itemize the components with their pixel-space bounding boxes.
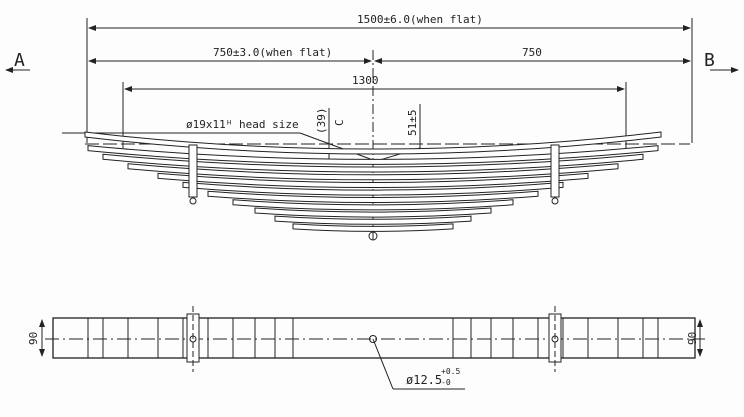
clamp-span-label: 1300 — [352, 74, 379, 87]
spring-leaf — [274, 215, 472, 225]
center-bolt-label: ø12.5 — [406, 373, 442, 387]
center-bolt-hole — [369, 335, 377, 343]
camber-c-label: C — [333, 119, 346, 126]
spring-leaf — [182, 181, 564, 196]
spring-leaf — [84, 131, 662, 155]
spring-leaf — [87, 145, 659, 165]
half-length-left-label: 750±3.0(when flat) — [213, 46, 332, 59]
spring-leaf — [102, 153, 644, 173]
section-label-a: A — [14, 50, 25, 71]
clamp-right — [550, 144, 560, 198]
spring-leaf — [157, 172, 589, 189]
spring-leaves — [84, 131, 662, 232]
spring-leaf — [232, 199, 514, 211]
clamp-left — [188, 144, 198, 198]
half-length-right-label: 750 — [522, 46, 542, 59]
center-bolt-head — [368, 231, 378, 241]
eye-size-label: ø19x11ᴴ head size — [186, 118, 299, 131]
camber-loaded-label: 51±5 — [406, 110, 419, 137]
width-left-label: 90 — [27, 332, 40, 345]
camber-ref-label: (39) — [315, 108, 328, 135]
spring-leaf — [292, 223, 454, 232]
overall-length-label: 1500±6.0(when flat) — [357, 13, 483, 26]
section-label-b: B — [704, 50, 715, 71]
plan-view-outline — [52, 317, 696, 359]
center-bolt-tol-upper: +0.5 — [441, 367, 460, 376]
spring-leaf — [254, 207, 492, 218]
spring-leaf — [207, 190, 539, 203]
spring-leaf — [127, 163, 619, 181]
width-right-label: 90 — [686, 332, 699, 345]
center-bolt-tol-lower: -0 — [441, 378, 451, 387]
